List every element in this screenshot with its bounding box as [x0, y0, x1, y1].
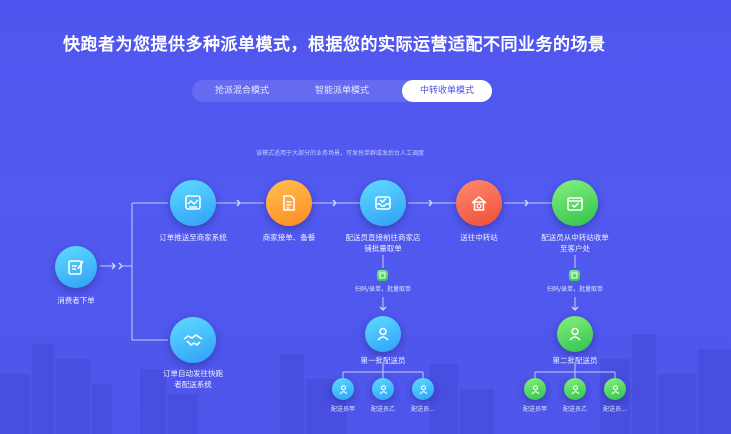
scan-badge-batch2 [569, 270, 580, 281]
batch1-rider-2 [372, 378, 394, 400]
batch2-rider-3 [604, 378, 626, 400]
batch1-rider-3 [412, 378, 434, 400]
scan-label-batch1: 扫码/录单，批量取单 [354, 286, 412, 293]
auto-dispatch-label: 订单自动发往快跑 者配送系统 [143, 368, 243, 390]
handshake-icon [183, 334, 203, 347]
mode-tabs: 抢派混合模式 智能派单模式 中转收单模式 [192, 80, 492, 102]
consumer-order-label: 消费者下单 [57, 296, 95, 305]
relay-delivery-node [552, 180, 598, 226]
document-icon [283, 195, 295, 211]
batch1-rider-node [365, 316, 401, 352]
rider-icon [569, 327, 581, 341]
batch2-rider-2-label: 配送员乙 [562, 406, 587, 413]
rider-pickup-label-line2: 铺批量取单 [364, 244, 402, 253]
person-icon [531, 384, 539, 394]
person-icon [571, 384, 579, 394]
relay-station-node [456, 180, 502, 226]
house-icon [471, 195, 487, 211]
scan-icon [379, 272, 386, 279]
batch1-label: 第一批配送员 [360, 356, 406, 365]
page-headline: 快跑者为您提供多种派单模式，根据您的实际运营适配不同业务的场景 [63, 35, 606, 55]
person-icon [611, 384, 619, 394]
merchant-accept-label: 商家接单、备餐 [262, 233, 316, 242]
person-icon [379, 384, 387, 394]
rider-pickup-label: 配送员直接前往商家店 铺批量取单 [333, 232, 433, 254]
scan-label-batch2: 扫码/录单，批量取单 [546, 286, 604, 293]
tab-smart-dispatch-mode[interactable]: 智能派单模式 [314, 86, 369, 96]
edit-icon [68, 260, 84, 275]
relay-delivery-label-line1: 配送员从中转站收单 [541, 233, 609, 242]
rider-pickup-label-line1: 配送员直接前往商家店 [345, 233, 421, 242]
batch2-label: 第二批配送员 [552, 356, 598, 365]
rider-pickup-node [360, 180, 406, 226]
rider-icon [377, 327, 389, 341]
batch2-rider-2 [564, 378, 586, 400]
relay-delivery-label: 配送员从中转站收单 至客户处 [525, 232, 625, 254]
relay-station-label: 送往中转站 [460, 233, 498, 242]
tab-mixed-mode[interactable]: 抢派混合模式 [214, 86, 269, 96]
scan-badge-batch1 [377, 270, 388, 281]
consumer-order-node [55, 246, 97, 288]
batch1-rider-1 [332, 378, 354, 400]
push-to-merchant-label: 订单推送至商家系统 [159, 233, 227, 242]
person-icon [419, 384, 427, 394]
batch1-rider-3-label: 配送员... [411, 406, 435, 413]
box-check-icon [567, 197, 583, 211]
relay-delivery-label-line2: 至客户处 [560, 244, 590, 253]
screen-icon [185, 195, 201, 210]
mode-description: 该模式适用于大部分的业务场景，可发抢单群或发后台人工调度 [255, 150, 424, 157]
batch2-rider-node [557, 316, 593, 352]
batch2-rider-3-label: 配送员... [603, 406, 627, 413]
person-icon [339, 384, 347, 394]
auto-dispatch-label-line1: 订单自动发往快跑 [163, 369, 223, 378]
scan-icon [571, 272, 578, 279]
batch1-rider-2-label: 配送员乙 [370, 406, 395, 413]
auto-dispatch-label-line2: 者配送系统 [174, 380, 212, 389]
tab-relay-collect-mode[interactable]: 中转收单模式 [402, 80, 492, 102]
push-to-merchant-node [170, 180, 216, 226]
merchant-accept-node [266, 180, 312, 226]
batch2-rider-1 [524, 378, 546, 400]
inbox-icon [375, 196, 391, 210]
auto-dispatch-node [170, 317, 216, 363]
batch2-rider-1-label: 配送员甲 [522, 406, 547, 413]
batch1-rider-1-label: 配送员甲 [330, 406, 355, 413]
